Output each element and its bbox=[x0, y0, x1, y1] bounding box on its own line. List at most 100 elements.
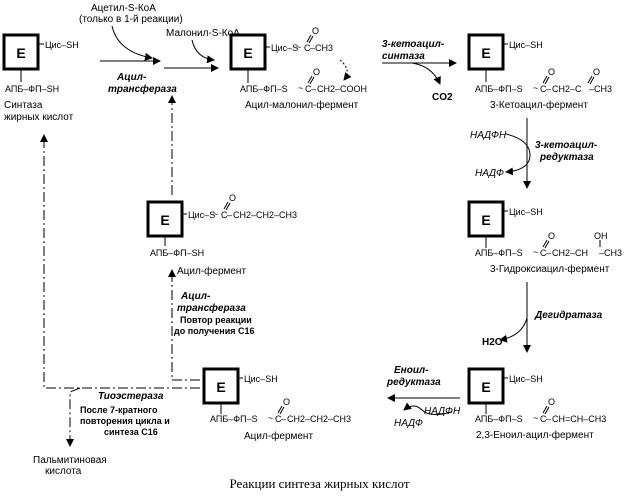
formula-text: – bbox=[281, 414, 286, 424]
formula-text: E bbox=[243, 45, 252, 61]
ketoacyl-label: 3-Кетоацил-фермент bbox=[490, 99, 588, 111]
formula-text: O bbox=[593, 67, 600, 77]
formula-text: ~ bbox=[298, 83, 303, 93]
formula-text: C bbox=[540, 414, 547, 424]
nadp-label-2: НАДФ bbox=[394, 418, 423, 429]
enoyl-reductase-label-1: Еноил- bbox=[394, 365, 429, 376]
formula-text: CH2–CH2–CH3 bbox=[233, 210, 297, 220]
formula-text: O bbox=[229, 193, 236, 203]
formula-text: АПБ–ФП–S bbox=[210, 414, 258, 424]
formula-text: E bbox=[160, 212, 169, 228]
synthase-label-2: жирных кислот bbox=[4, 112, 74, 123]
acyl-transferase-label-2: трансфераза bbox=[108, 83, 177, 95]
formula-text: O bbox=[313, 67, 320, 77]
hydroxyacyl-label: 3-Гидроксиацил-фермент bbox=[490, 263, 610, 275]
enoyl-reductase-label-2: редуктаза bbox=[386, 377, 441, 388]
enzyme-synthase: E Цис–SH АПБ–ФП–SH Синтаза жирных кислот bbox=[2, 33, 79, 123]
formula-text: C bbox=[275, 414, 282, 424]
repeat-note-2: до получения С16 bbox=[174, 326, 255, 336]
formula-text: – bbox=[546, 414, 551, 424]
apb-fp-sh-group: АПБ–ФП–SH bbox=[5, 84, 59, 94]
acyl-malonyl-label: Ацил-малонил-фермент bbox=[245, 99, 359, 111]
nadp-label-1: НАДФ bbox=[475, 168, 504, 179]
co2-label: CO2 bbox=[432, 92, 453, 103]
formula-text: Цис–SH bbox=[509, 207, 543, 217]
nadph-label-1: НАДФН bbox=[470, 130, 507, 141]
formula-text: Цис–SH bbox=[509, 374, 543, 384]
formula-text: CH=CH–CH3 bbox=[552, 414, 606, 424]
repeat-transferase-label-1: Ацил- bbox=[180, 291, 211, 302]
repeat-note-1: Повтор реакции bbox=[180, 315, 252, 325]
repeat-transfer-path bbox=[168, 269, 200, 381]
formula-text: OH bbox=[594, 231, 608, 241]
condensation-dashed-arrow bbox=[339, 59, 352, 81]
formula-text: C bbox=[540, 248, 547, 258]
thioesterase-note-3: синтеза С16 bbox=[104, 427, 158, 437]
formula-text: O bbox=[548, 397, 555, 407]
formula-text: ~ bbox=[533, 413, 538, 423]
formula-text: АПБ–ФП–SH bbox=[150, 248, 204, 258]
formula-text: –CH3 bbox=[589, 84, 612, 94]
h2o-label: H2O bbox=[482, 337, 503, 348]
ketoacyl-synthase-label-2: синтаза bbox=[382, 51, 425, 62]
formula-text: E bbox=[216, 379, 225, 395]
enzyme-acyl-malonyl: E Цис–S ~ C O –CH3 АПБ–ФП–S ~ C O – CH2–… bbox=[229, 26, 367, 111]
ketoacyl-reductase-label-2: редуктаза bbox=[539, 152, 594, 163]
ketoacyl-reductase-label-1: 3-кетоацил- bbox=[535, 140, 598, 151]
product-label-2: кислота bbox=[45, 466, 82, 477]
malonyl-coa-label: Малонил-S-КоА bbox=[166, 28, 240, 39]
thioesterase-label: Тиоэстераза bbox=[98, 391, 164, 402]
product-release-path bbox=[66, 387, 81, 447]
formula-text: Цис–SH bbox=[244, 374, 278, 384]
return-to-synthase-path bbox=[40, 134, 200, 389]
product-label-1: Пальмитиновая bbox=[33, 455, 107, 466]
acetyl-coa-note: (только в 1-й реакции) bbox=[79, 14, 183, 25]
thioesterase-note-1: После 7-кратного bbox=[80, 405, 158, 415]
formula-text: АПБ–ФП–S bbox=[475, 414, 523, 424]
formula-text: –CH3 bbox=[310, 43, 333, 53]
water-release-arrow bbox=[499, 317, 528, 343]
cys-sh-group: Цис–SH bbox=[45, 40, 79, 50]
formula-text: – bbox=[546, 84, 551, 94]
nadph-label-2: НАДФН bbox=[424, 406, 461, 417]
formula-text: АПБ–ФП–S bbox=[475, 84, 523, 94]
formula-text: Цис–SH bbox=[509, 40, 543, 50]
formula-text: – bbox=[546, 248, 551, 258]
enzyme-enoyl: E Цис–SH АПБ–ФП–S ~ C O – CH=CH–CH3 2,3-… bbox=[467, 367, 606, 441]
formula-text: E bbox=[481, 212, 490, 228]
thioesterase-note-2: повторения цикла и bbox=[80, 416, 170, 426]
formula-text: E bbox=[481, 379, 490, 395]
formula-text: Цис–S bbox=[188, 210, 215, 220]
formula-text: АПБ–ФП–S bbox=[240, 84, 288, 94]
formula-text: ~ bbox=[296, 42, 301, 52]
formula-text: CH2–C bbox=[552, 84, 582, 94]
acetyl-coa-label: Ацетил-S-КоА bbox=[91, 3, 156, 14]
nadph-cycle-arrow-2 bbox=[403, 402, 453, 416]
nadph-cycle-arrow-1 bbox=[505, 133, 531, 176]
dehydratase-label: Дегидратаза bbox=[534, 310, 603, 321]
formula-text: Цис–S bbox=[271, 43, 298, 53]
formula-text: O bbox=[283, 397, 290, 407]
enzyme-acyl-bottom: E Цис–SH АПБ–ФП–S ~ C O – CH2–CH2–CH3 Ац… bbox=[202, 367, 351, 442]
formula-text: O bbox=[548, 67, 555, 77]
formula-text: C bbox=[305, 84, 312, 94]
enzyme-hydroxyacyl: E Цис–SH АПБ–ФП–S ~ C O – CH2–CH OH –CH3… bbox=[467, 200, 622, 275]
formula-text: CH2–CH2–CH3 bbox=[287, 414, 351, 424]
formula-text: C bbox=[221, 210, 228, 220]
co2-release-arrow bbox=[411, 62, 441, 85]
formula-text: ~ bbox=[268, 413, 273, 423]
enzyme-acyl-middle: E Цис–S ~ C O – CH2–CH2–CH3 АПБ–ФП–SH Ац… bbox=[146, 193, 297, 277]
formula-text: O bbox=[548, 231, 555, 241]
formula-text: – bbox=[311, 84, 316, 94]
formula-text: C bbox=[304, 43, 311, 53]
enzyme-ketoacyl: E Цис–SH АПБ–ФП–S ~ C O – CH2–C O –CH3 3… bbox=[467, 33, 612, 111]
formula-text: ~ bbox=[213, 209, 218, 219]
formula-text: C bbox=[540, 84, 547, 94]
acyl-transferase-label-1: Ацил- bbox=[116, 72, 147, 83]
formula-text: CH2–CH bbox=[552, 248, 588, 258]
acetyl-coa-arrow bbox=[111, 25, 153, 61]
figure-caption: Реакции синтеза жирных кислот bbox=[229, 476, 410, 491]
formula-text: ~ bbox=[533, 83, 538, 93]
formula-text: – bbox=[227, 210, 232, 220]
formula-text: –CH3 bbox=[599, 248, 622, 258]
